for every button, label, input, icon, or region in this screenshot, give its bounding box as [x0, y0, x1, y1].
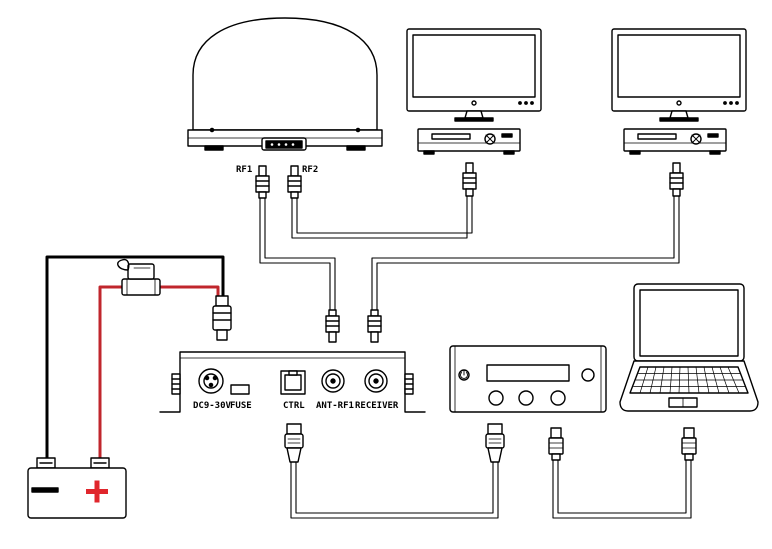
ctrl-network-cable [290, 459, 499, 519]
rj45-connector-icon [284, 423, 304, 463]
ant-rf1-port-icon [321, 369, 345, 393]
coax-cable-rf1 [259, 197, 336, 313]
satellite-receiver-box-icon [623, 128, 727, 155]
ctrl-label: CTRL [283, 401, 305, 411]
usb-connector-icon [548, 427, 564, 461]
tv-monitor-icon [406, 28, 542, 122]
rf2-label: RF2 [302, 165, 318, 175]
coax-cable-receiver [371, 195, 680, 313]
f-connector-icon [325, 309, 340, 343]
usb-connector-icon [681, 427, 697, 461]
tv-monitor-icon [611, 28, 747, 122]
f-connector-icon [669, 162, 684, 197]
laptop-icon [619, 283, 759, 412]
f-connector-icon [287, 165, 302, 199]
power-connector-icon [212, 295, 232, 341]
inline-fuse-holder-icon [117, 258, 161, 296]
satellite-receiver-box-icon [417, 128, 521, 155]
dc-port-label: DC9-30V [193, 401, 232, 411]
satellite-antenna-dome-icon [187, 17, 383, 151]
rj45-connector-icon [485, 423, 505, 463]
rf1-label: RF1 [236, 165, 252, 175]
negative-wire [45, 255, 225, 462]
usb-cable [552, 459, 692, 519]
dc-power-port-icon [198, 368, 224, 394]
ant-rf1-label: ANT-RF1 [316, 401, 354, 411]
ctrl-rj45-port-icon [280, 370, 306, 395]
controller-panel-icon [449, 345, 607, 413]
coax-cable-rf2 [291, 195, 473, 239]
positive-wire [98, 285, 220, 460]
f-connector-icon [255, 165, 270, 199]
fuse-slot-icon [230, 384, 250, 395]
f-connector-icon [462, 162, 477, 197]
battery-icon [27, 457, 127, 519]
receiver-label: RECEIVER [355, 401, 399, 411]
f-connector-icon [367, 309, 382, 343]
receiver-port-icon [364, 369, 388, 393]
fuse-label: FUSE [230, 401, 252, 411]
